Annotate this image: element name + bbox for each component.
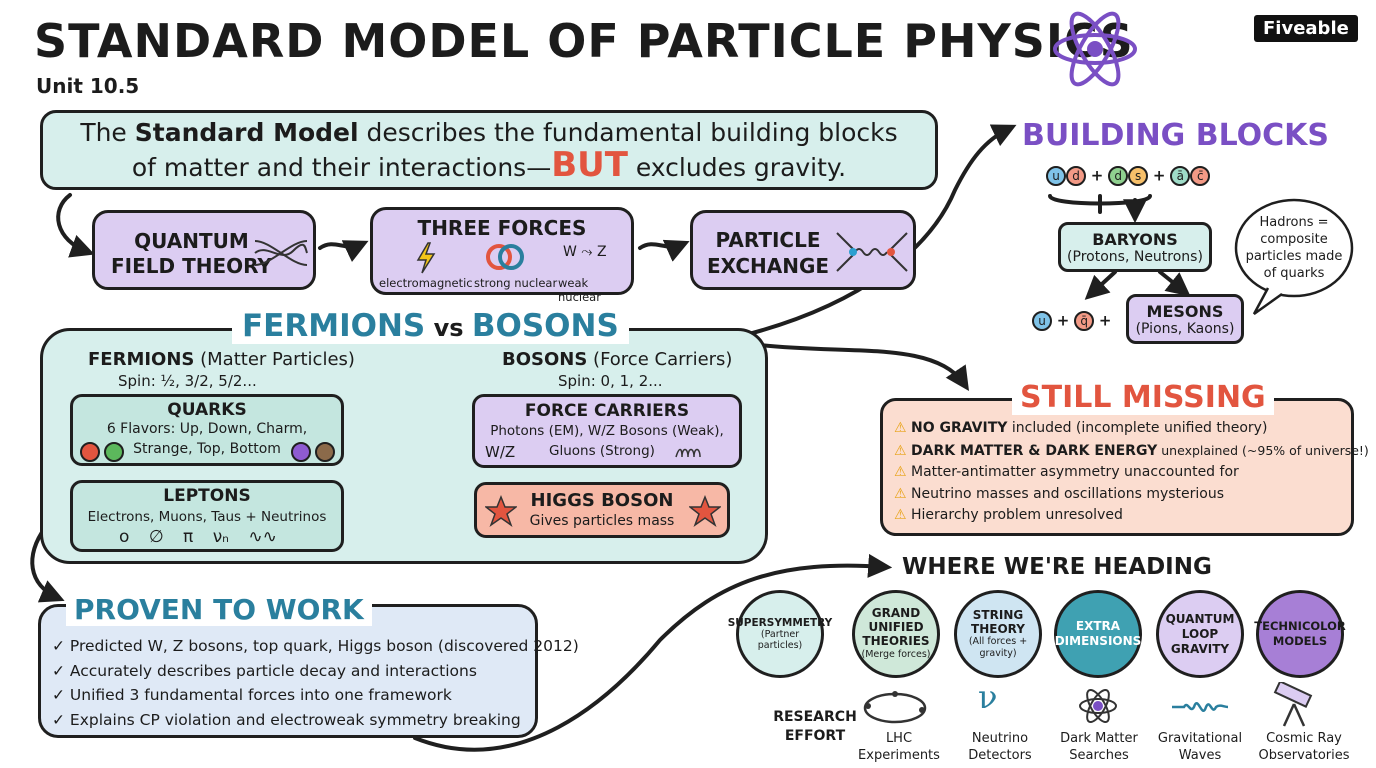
bosons-heading: BOSONS (Force Carriers) (502, 349, 733, 370)
research-cosmic-ray: Cosmic Ray Observatories (1258, 731, 1350, 763)
unit-label: Unit 10.5 (36, 74, 140, 98)
research-lhc: LHC Experiments (858, 731, 940, 763)
research-grav-waves: Gravitational Waves (1157, 731, 1243, 763)
quark-dot-purple (291, 442, 311, 462)
building-blocks-title: BUILDING BLOCKS (1022, 118, 1330, 153)
fermions-heading: FERMIONS (Matter Particles) (88, 349, 355, 370)
theory-loop-gravity: QUANTUM LOOP GRAVITY (1156, 590, 1244, 678)
but-highlight: BUT (551, 145, 628, 185)
fermions-vs-bosons-title: FERMIONS vs BOSONS (232, 308, 629, 344)
missing-item: ⚠ Matter-antimatter asymmetry unaccounte… (894, 464, 1239, 480)
baryons-box: BARYONS(Protons, Neutrons) (1058, 222, 1212, 272)
neutrino-nu-icon: ν (978, 678, 998, 716)
proven-item: ✓ Unified 3 fundamental forces into one … (52, 686, 452, 704)
quarks-title: QUARKS (167, 400, 247, 420)
telescope-icon (1273, 682, 1313, 727)
lhc-ring-icon (863, 691, 927, 724)
still-missing-panel (880, 398, 1354, 536)
quark-dot-green (104, 442, 124, 462)
grav-wave-icon (1172, 702, 1229, 712)
intro-line-2: of matter and their interactions—BUT exc… (131, 145, 847, 185)
strong-rings-icon (486, 244, 524, 270)
missing-list: ⚠ NO GRAVITY included (incomplete unifie… (894, 418, 1369, 527)
higgs-box: HIGGS BOSON Gives particles mass (474, 482, 730, 538)
leptons-box: LEPTONS Electrons, Muons, Taus + Neutrin… (70, 480, 344, 552)
theory-supersymmetry: SUPERSYMMETRY(Partner particles) (728, 590, 832, 678)
qft-line-2: FIELD THEORY (111, 254, 272, 278)
force-label-weak: weak nuclear (558, 276, 601, 304)
mesons-box: MESONS(Pions, Kaons) (1126, 294, 1244, 344)
theory-extra-dimensions: EXTRA DIMENSIONS (1054, 590, 1142, 678)
proven-item: ✓ Predicted W, Z bosons, top quark, Higg… (52, 637, 579, 655)
force-label-em: electromagnetic (379, 276, 473, 290)
feynman-icon (836, 232, 908, 272)
qft-line-1: QUANTUM (134, 229, 249, 253)
intro-banner: The Standard Model describes the fundame… (40, 110, 938, 190)
proven-list: ✓ Predicted W, Z bosons, top quark, Higg… (52, 634, 579, 732)
exchange-line-1: PARTICLE (715, 228, 821, 252)
lepton-symbols: o ∅ π νₙ ∿∿ (119, 527, 277, 547)
three-forces-box: THREE FORCES W ⤳ Z electromagnetic stron… (370, 207, 634, 304)
exchange-line-2: EXCHANGE (707, 254, 830, 278)
missing-item: ⚠ Neutrino masses and oscillations myste… (894, 485, 1225, 502)
fermions-spin: Spin: ½, 3/2, 5/2... (118, 372, 257, 390)
theory-string: STRING THEORY(All forces + gravity) (954, 590, 1042, 678)
speech-bubble (1234, 198, 1354, 316)
meson-combination-row: u + q̄ + (1032, 311, 1112, 331)
higgs-title: HIGGS BOSON (530, 490, 674, 511)
leptons-line-1: Electrons, Muons, Taus + Neutrinos (87, 509, 327, 525)
force-carriers-line-2: Gluons (Strong) (549, 443, 655, 459)
still-missing-title: STILL MISSING (1012, 380, 1274, 415)
research-dark-matter: Dark Matter Searches (1060, 731, 1138, 763)
page-title: STANDARD MODEL OF PARTICLE PHYSICS (34, 14, 1134, 68)
brand-logo: Fiveable (1254, 15, 1358, 42)
gluon-spring-icon (675, 448, 701, 458)
lightning-icon (416, 242, 436, 274)
quarks-line-2: Strange, Top, Bottom (133, 441, 281, 457)
research-effort-label: RESEARCH EFFORT (773, 709, 857, 744)
star-icon-right (689, 495, 721, 527)
quark-dot-brown (315, 442, 335, 462)
proven-title: PROVEN TO WORK (66, 593, 372, 626)
force-carriers-wz: W/Z (485, 443, 516, 461)
heading-title: WHERE WE'RE HEADING (902, 554, 1212, 580)
bosons-spin: Spin: 0, 1, 2... (558, 372, 663, 390)
proven-item: ✓ Explains CP violation and electroweak … (52, 710, 521, 729)
force-carriers-title: FORCE CARRIERS (524, 401, 690, 421)
quark-dot-red (80, 442, 100, 462)
quarks-box: QUARKS 6 Flavors: Up, Down, Charm, Stran… (70, 394, 344, 466)
field-wave-icon (254, 240, 308, 266)
theory-technicolor: TECHNICOLOR MODELS (1254, 590, 1346, 678)
theory-gut: GRAND UNIFIED THEORIES(Merge forces) (852, 590, 940, 678)
atom-icon (1053, 11, 1137, 87)
star-icon-left (485, 495, 517, 527)
particle-exchange-box: PARTICLE EXCHANGE (690, 210, 916, 290)
higgs-sub: Gives particles mass (529, 513, 675, 529)
dark-matter-icon (1079, 689, 1117, 723)
wz-icon: W ⤳ Z (563, 244, 607, 260)
missing-item: ⚠ NO GRAVITY included (incomplete unifie… (894, 420, 1268, 436)
force-carriers-box: FORCE CARRIERS Photons (EM), W/Z Bosons … (472, 394, 742, 468)
intro-line-1: The Standard Model describes the fundame… (80, 118, 898, 147)
research-neutrino: Neutrino Detectors (968, 731, 1032, 763)
proven-panel (38, 604, 538, 738)
quarks-line-1: 6 Flavors: Up, Down, Charm, (106, 421, 308, 437)
qft-box: QUANTUM FIELD THEORY (92, 210, 316, 290)
three-forces-title: THREE FORCES (417, 216, 587, 240)
missing-item: ⚠ DARK MATTER & DARK ENERGY unexplained … (894, 442, 1369, 459)
force-carriers-line-1: Photons (EM), W/Z Bosons (Weak), (490, 423, 724, 439)
force-label-strong: strong nuclear (474, 276, 558, 290)
missing-item: ⚠ Hierarchy problem unresolved (894, 507, 1123, 523)
proven-item: ✓ Accurately describes particle decay an… (52, 661, 477, 680)
leptons-title: LEPTONS (163, 486, 251, 506)
